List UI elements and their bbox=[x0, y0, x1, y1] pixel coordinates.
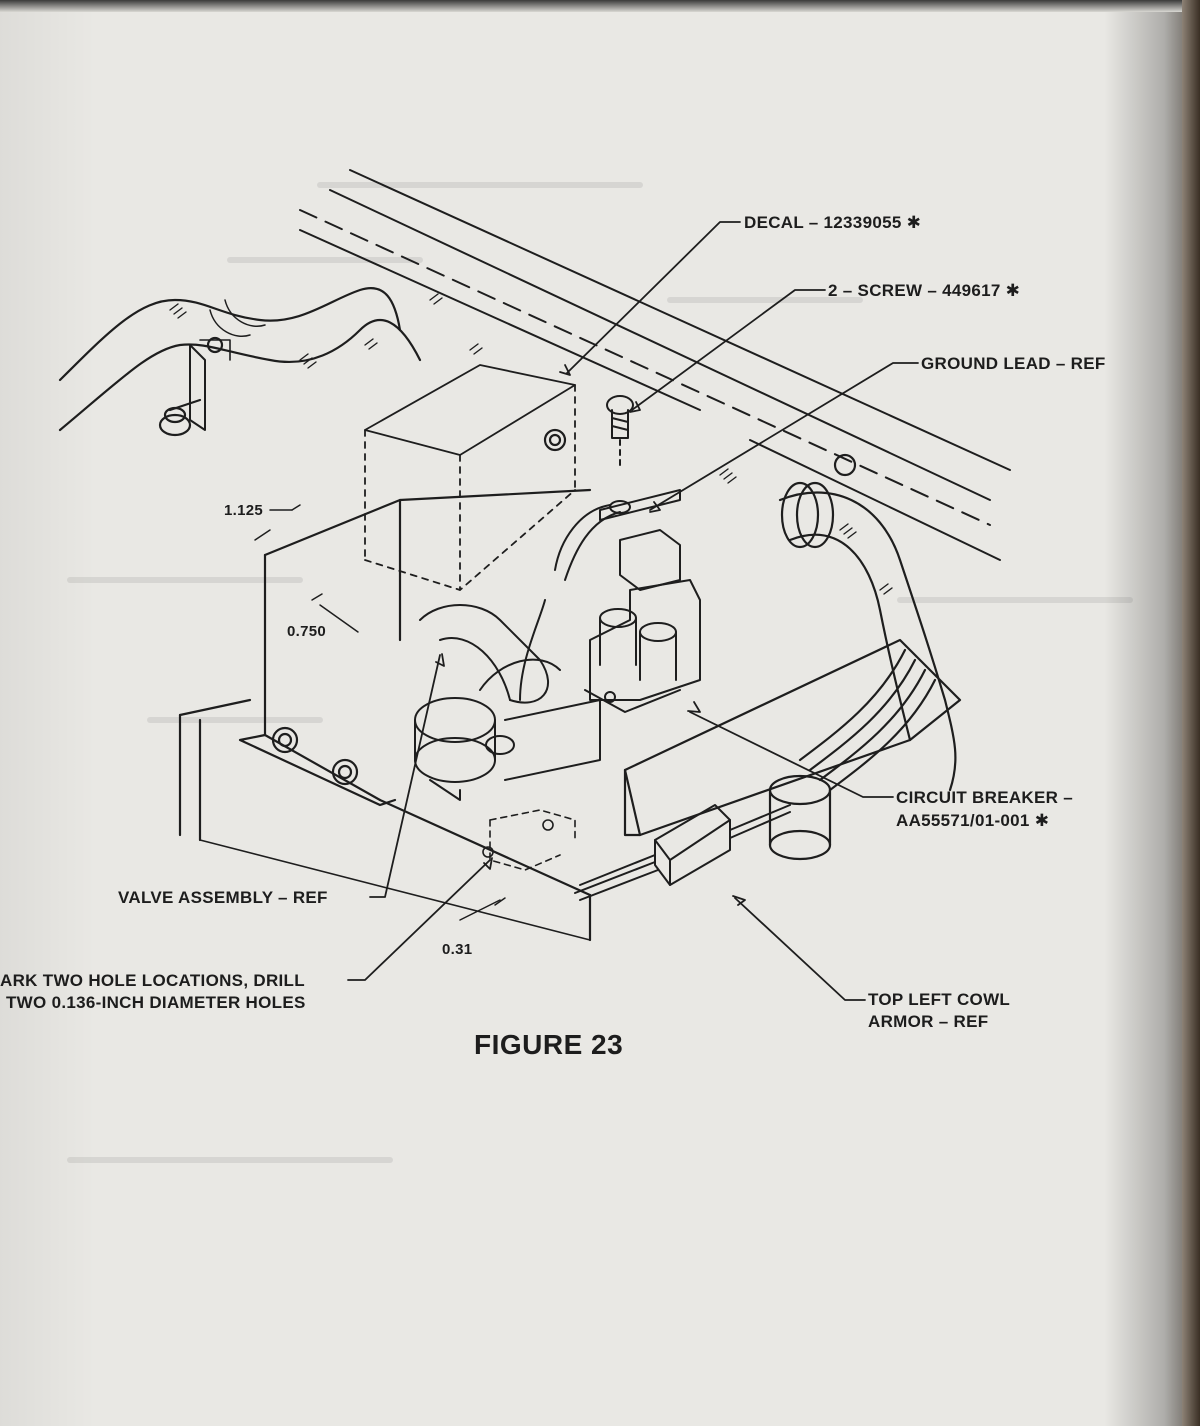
screw bbox=[606, 395, 634, 471]
cowl-armor-callout-line1: TOP LEFT COWL bbox=[868, 990, 1011, 1009]
dimension-1125 bbox=[254, 504, 301, 541]
page-top-edge bbox=[0, 0, 1200, 12]
circuit-breaker bbox=[584, 529, 701, 713]
drill-note-line1: ARK TWO HOLE LOCATIONS, DRILL bbox=[0, 971, 305, 990]
dimension-031-label: 0.31 bbox=[442, 941, 473, 958]
dimension-031 bbox=[459, 897, 506, 921]
screw-callout: 2 – SCREW – 449617 ✱ bbox=[828, 281, 1021, 300]
figure-caption: FIGURE 23 bbox=[474, 1029, 624, 1060]
left-hose bbox=[58, 287, 483, 437]
cowl-armor-callout-line2: ARMOR – REF bbox=[868, 1012, 989, 1031]
decal-outline bbox=[364, 364, 576, 591]
circuit-breaker-callout-line2: AA55571/01-001 ✱ bbox=[896, 811, 1050, 830]
ground-lead-callout: GROUND LEAD – REF bbox=[921, 354, 1106, 373]
decal-callout: DECAL – 12339055 ✱ bbox=[744, 213, 922, 232]
drill-note-line2: TWO 0.136-INCH DIAMETER HOLES bbox=[6, 993, 306, 1012]
cowl-rails bbox=[299, 169, 1011, 561]
circuit-breaker-callout-line1: CIRCUIT BREAKER – bbox=[896, 788, 1074, 807]
dimension-0750-label: 0.750 bbox=[287, 623, 327, 640]
page-right-edge bbox=[1182, 0, 1200, 1426]
electrical-connector bbox=[574, 804, 791, 901]
valve-assembly bbox=[414, 604, 601, 801]
valve-assembly-callout: VALVE ASSEMBLY – REF bbox=[118, 888, 328, 907]
cowl-armor-plate bbox=[623, 638, 962, 837]
ground-lead bbox=[519, 489, 681, 701]
hole-location-outline bbox=[482, 809, 576, 871]
bleed-through-marks bbox=[67, 182, 1133, 1163]
dimension-1125-label: 1.125 bbox=[224, 502, 264, 519]
leader-lines bbox=[347, 221, 919, 1001]
dimension-0750 bbox=[311, 593, 359, 633]
